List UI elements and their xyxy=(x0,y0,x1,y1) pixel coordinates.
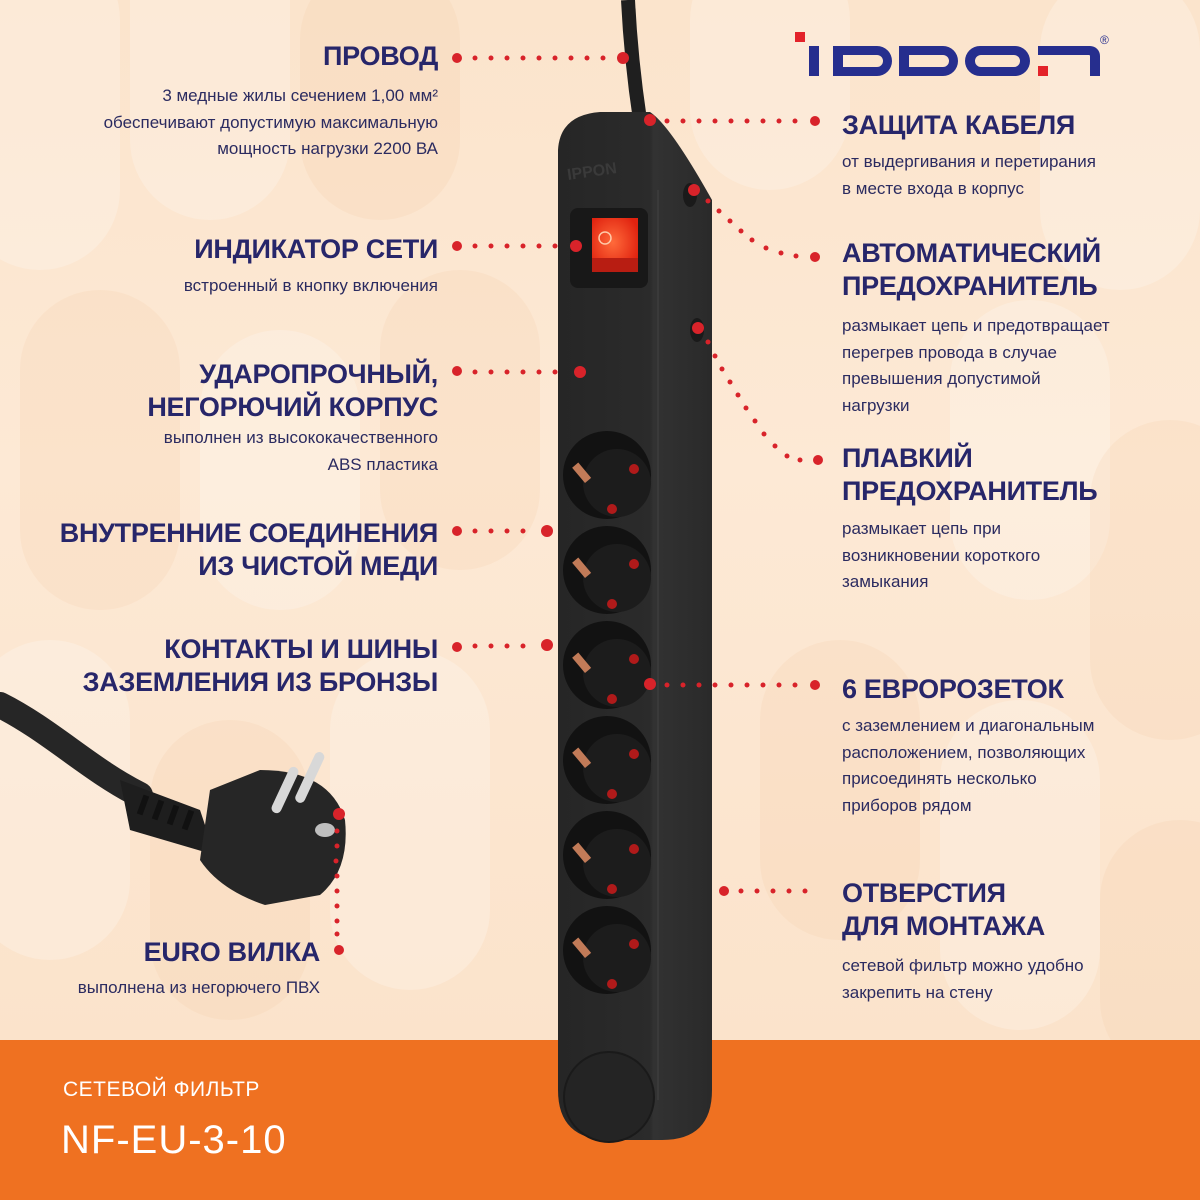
feature-title: 6 ЕВРОРОЗЕТОК xyxy=(842,674,1064,704)
feature-desc: выполнена из негорючего ПВХ xyxy=(77,978,320,997)
feature-euro-plug: EURO ВИЛКА выполнена из негорючего ПВХ xyxy=(20,936,321,1002)
feature-power-indicator: ИНДИКАТОР СЕТИ встроенный в кнопку включ… xyxy=(18,233,438,300)
feature-desc: 3 медные жилы сечением 1,00 мм² обеспечи… xyxy=(103,86,438,158)
feature-desc: выполнен из высококачественного ABS плас… xyxy=(163,428,438,474)
feature-cable: ПРОВОД 3 медные жилы сечением 1,00 мм² о… xyxy=(18,40,439,163)
feature-fuse: ПЛАВКИЙ ПРЕДОХРАНИТЕЛЬ размыкает цепь пр… xyxy=(842,442,1182,596)
outlets xyxy=(563,431,651,994)
feature-euro-outlets: 6 ЕВРОРОЗЕТОК с заземлением и диагональн… xyxy=(842,673,1182,819)
feature-bronze-contacts: КОНТАКТЫ И ШИНЫ ЗАЗЕМЛЕНИЯ ИЗ БРОНЗЫ xyxy=(0,633,439,699)
feature-title: ИНДИКАТОР СЕТИ xyxy=(194,234,438,264)
feature-title: ЗАЩИТА КАБЕЛЯ xyxy=(842,110,1075,140)
feature-title: АВТОМАТИЧЕСКИЙ ПРЕДОХРАНИТЕЛЬ xyxy=(842,238,1101,301)
feature-title: КОНТАКТЫ И ШИНЫ ЗАЗЕМЛЕНИЯ ИЗ БРОНЗЫ xyxy=(82,634,439,697)
feature-cable-protection: ЗАЩИТА КАБЕЛЯ от выдергивания и перетира… xyxy=(842,109,1182,202)
feature-title: ВНУТРЕННИЕ СОЕДИНЕНИЯ ИЗ ЧИСТОЙ МЕДИ xyxy=(59,518,439,581)
feature-title: EURO ВИЛКА xyxy=(143,937,321,967)
feature-title: УДАРОПРОЧНЫЙ, НЕГОРЮЧИЙ КОРПУС xyxy=(147,359,438,422)
feature-title: ПРОВОД xyxy=(323,41,438,71)
feature-copper-connections: ВНУТРЕННИЕ СОЕДИНЕНИЯ ИЗ ЧИСТОЙ МЕДИ xyxy=(0,517,439,583)
feature-desc: встроенный в кнопку включения xyxy=(183,276,438,295)
product-model: NF-EU-3-10 xyxy=(61,1118,287,1162)
feature-mounting-holes: ОТВЕРСТИЯ ДЛЯ МОНТАЖА сетевой фильтр мож… xyxy=(842,877,1182,1006)
feature-desc: размыкает цепь при возникновении коротко… xyxy=(842,519,1041,591)
feature-housing: УДАРОПРОЧНЫЙ, НЕГОРЮЧИЙ КОРПУС выполнен … xyxy=(18,358,438,478)
feature-circuit-breaker: АВТОМАТИЧЕСКИЙ ПРЕДОХРАНИТЕЛЬ размыкает … xyxy=(842,237,1182,419)
svg-text:®: ® xyxy=(1100,33,1109,47)
ippon-logo: ® xyxy=(795,30,1110,80)
feature-title: ПЛАВКИЙ ПРЕДОХРАНИТЕЛЬ xyxy=(842,443,1098,506)
feature-desc: размыкает цепь и предотвращает перегрев … xyxy=(842,316,1110,415)
feature-desc: от выдергивания и перетирания в месте вх… xyxy=(842,152,1096,198)
svg-text:IPPON: IPPON xyxy=(566,160,618,184)
feature-desc: с заземлением и диагональным расположени… xyxy=(842,716,1095,815)
product-category: СЕТЕВОЙ ФИЛЬТР xyxy=(63,1078,260,1101)
feature-title: ОТВЕРСТИЯ ДЛЯ МОНТАЖА xyxy=(842,878,1045,941)
feature-desc: сетевой фильтр можно удобно закрепить на… xyxy=(842,956,1084,1002)
